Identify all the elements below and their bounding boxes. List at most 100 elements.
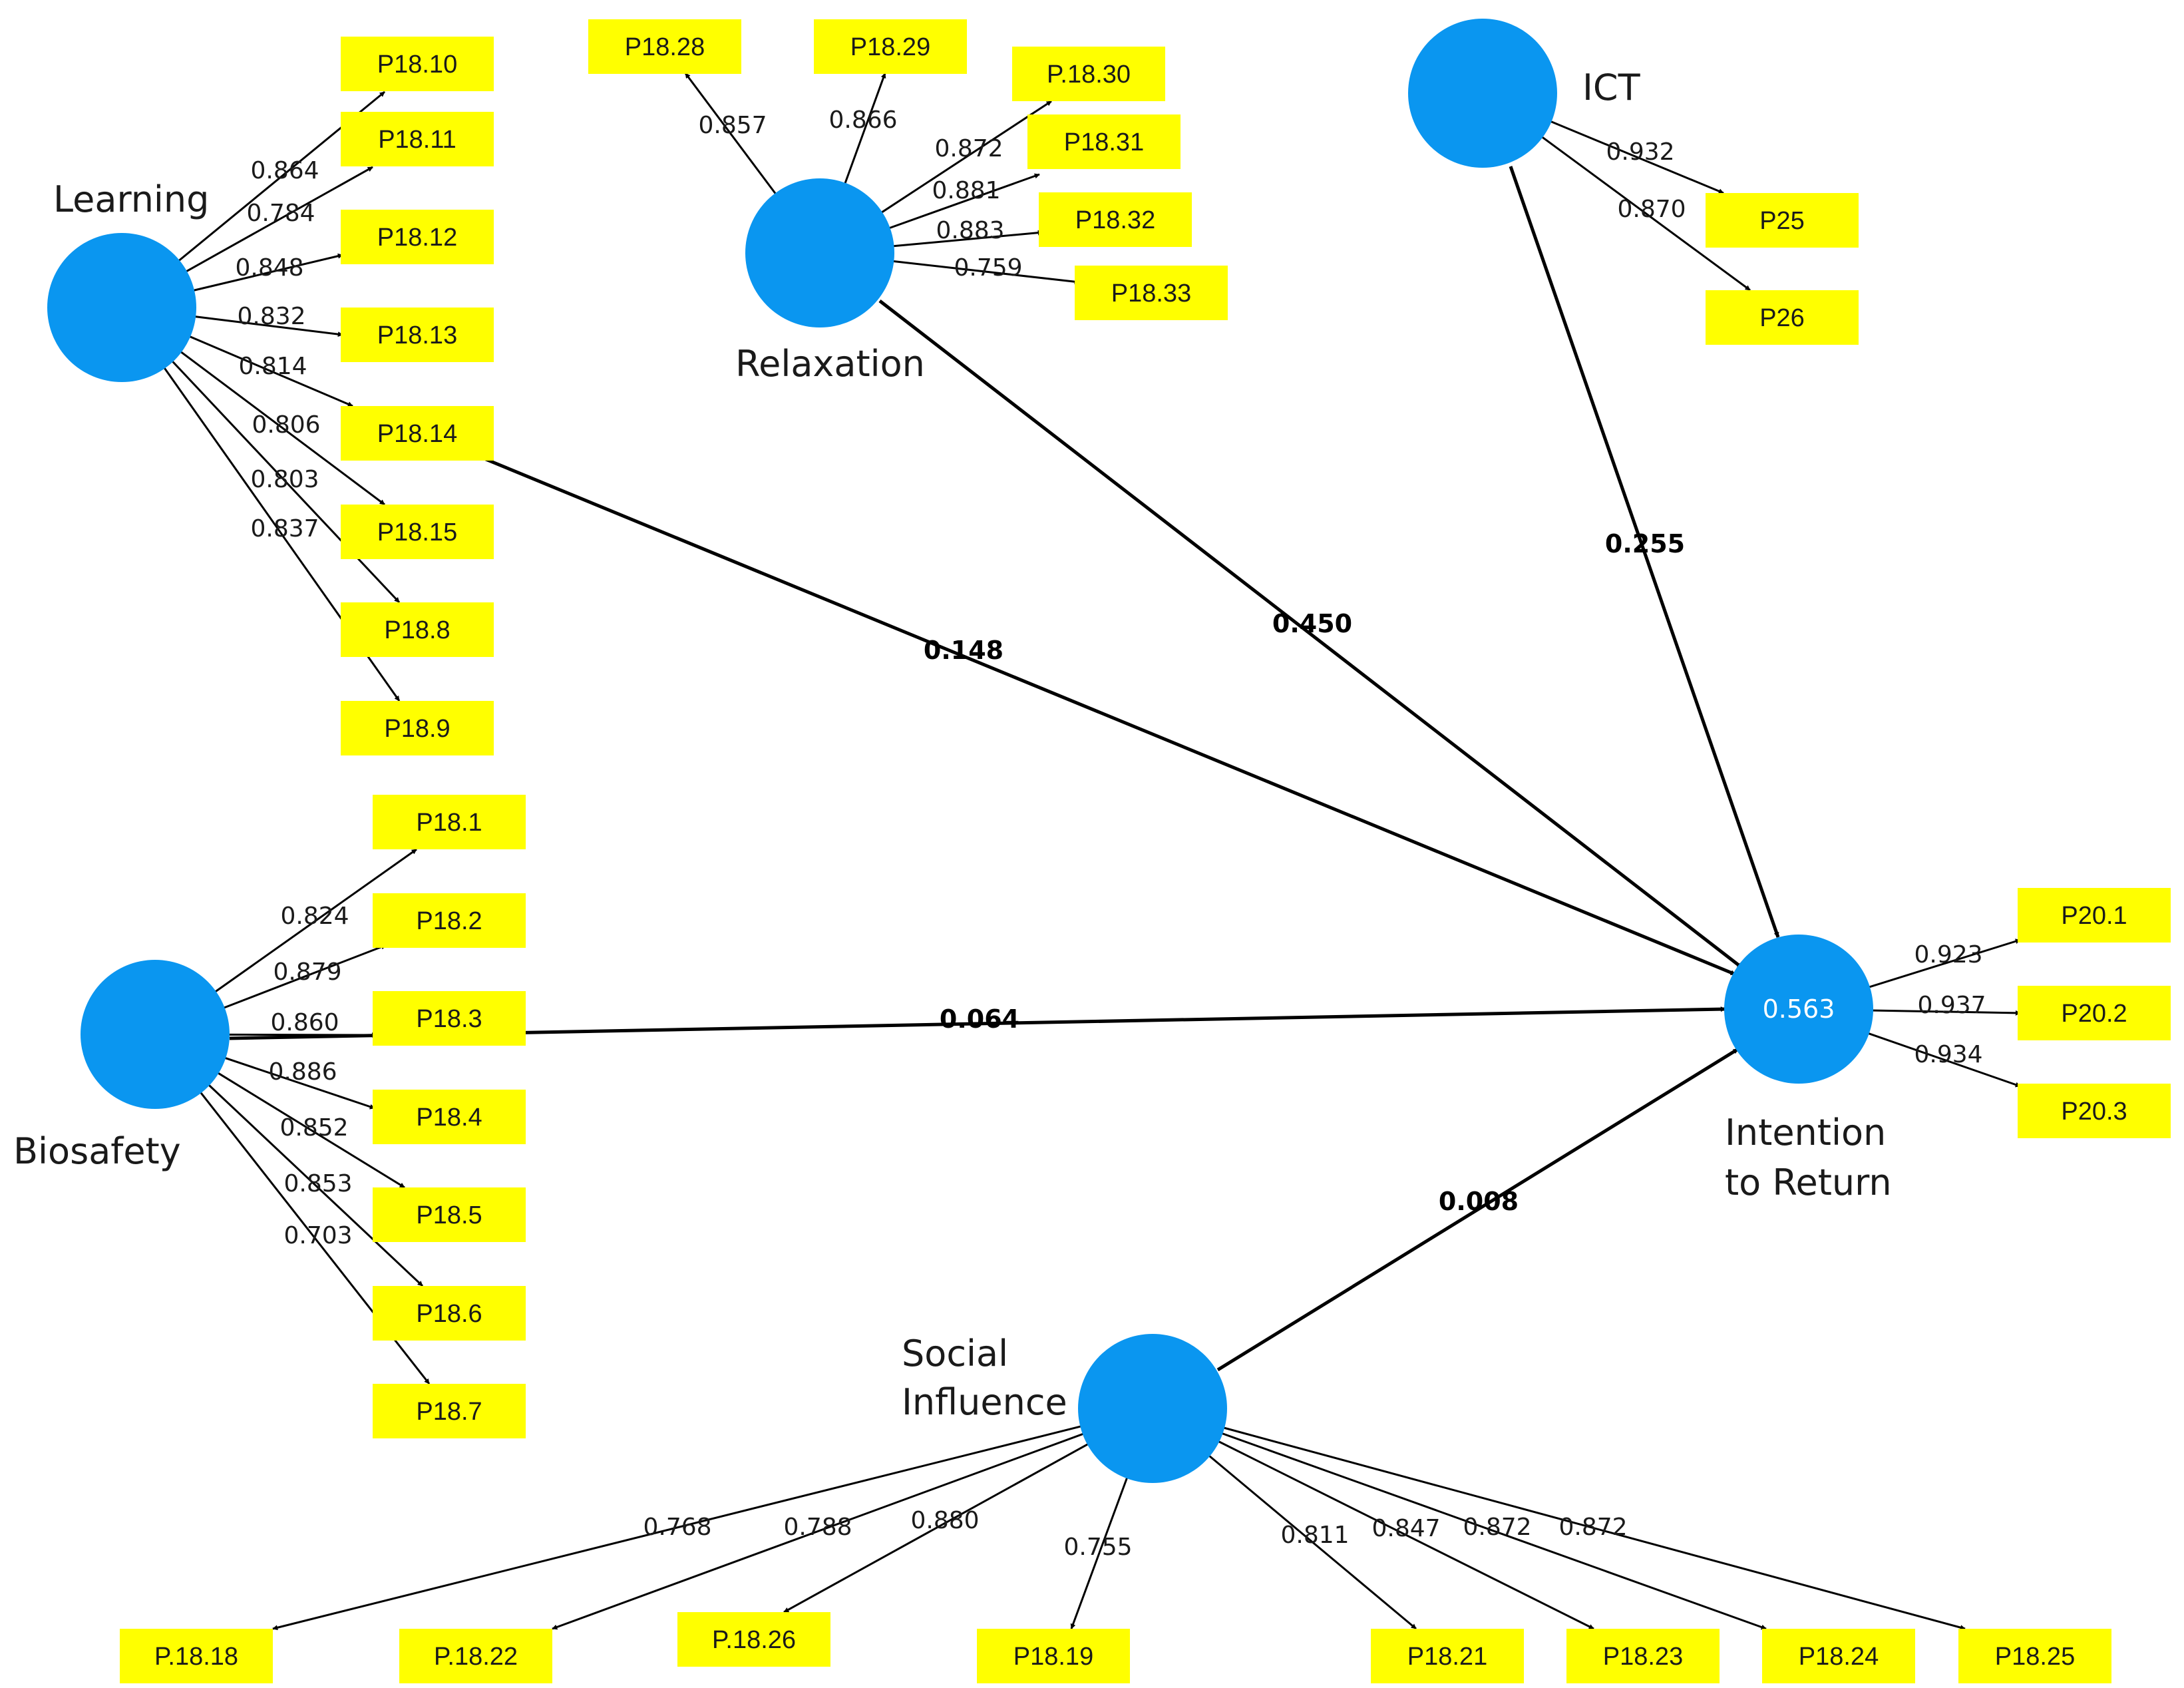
loading-value: 0.879 <box>273 958 341 986</box>
indicator-label: P18.23 <box>1603 1643 1683 1671</box>
indicator-label: P18.24 <box>1799 1643 1879 1671</box>
loading-arrow-relaxation-4 <box>891 230 1043 248</box>
loading-value: 0.881 <box>932 177 1000 204</box>
loading-value: 0.872 <box>934 135 1003 162</box>
loading-value: 0.832 <box>237 303 305 330</box>
loading-arrow-social-1 <box>552 1432 1086 1630</box>
loading-arrow-learning-3 <box>193 315 343 337</box>
loading-value: 0.803 <box>250 466 319 493</box>
indicator-box <box>677 1612 830 1667</box>
indicator-box <box>373 893 526 948</box>
loading-arrow-ict-1 <box>1540 134 1751 292</box>
indicator-box <box>373 1090 526 1144</box>
path-arrow-social-to-intention <box>1216 1047 1739 1372</box>
loading-arrow-relaxation-3 <box>887 173 1040 230</box>
path-coefficient-biosafety: 0.064 <box>940 1004 1019 1034</box>
loading-value: 0.759 <box>954 254 1022 282</box>
loading-value: 0.784 <box>246 200 315 227</box>
indicator-box <box>1706 290 1859 345</box>
indicator-label: P18.11 <box>378 126 456 154</box>
indicator-box <box>814 19 967 74</box>
indicator-label: P.18.18 <box>154 1643 238 1671</box>
indicator-box <box>120 1629 273 1683</box>
loading-arrow-social-0 <box>272 1424 1083 1631</box>
loading-arrow-relaxation-0 <box>684 73 778 196</box>
loading-arrow-learning-4 <box>187 334 353 407</box>
indicator-label: P.18.22 <box>434 1643 518 1671</box>
indicator-box <box>1039 192 1192 247</box>
loading-arrow-social-2 <box>783 1442 1091 1613</box>
construct-name-biosafety: Biosafety <box>13 1130 181 1172</box>
indicator-box <box>2018 986 2171 1040</box>
construct-learning <box>47 233 196 382</box>
loading-value: 0.847 <box>1371 1515 1440 1542</box>
construct-biosafety <box>81 960 230 1109</box>
text-labels: 0.1480.4500.2550.0640.0080.8640.7840.848… <box>13 67 1986 1561</box>
loading-value: 0.837 <box>250 515 319 542</box>
indicator-label: P18.15 <box>377 519 457 546</box>
indicator-box <box>373 991 526 1046</box>
indicator-label: P18.1 <box>416 809 482 837</box>
indicator-label: P20.2 <box>2061 1000 2127 1028</box>
loading-arrow-biosafety-0 <box>213 848 417 994</box>
indicator-box <box>1371 1629 1524 1683</box>
indicator-box <box>1762 1629 1915 1683</box>
loading-value: 0.703 <box>283 1222 352 1249</box>
indicator-box <box>2018 1084 2171 1138</box>
path-coefficient-ict: 0.255 <box>1605 529 1685 558</box>
indicator-label: P18.6 <box>416 1300 482 1328</box>
construct-ict <box>1408 19 1557 168</box>
loading-value: 0.872 <box>1558 1514 1627 1541</box>
indicator-box <box>373 795 526 849</box>
indicator-box <box>341 406 494 461</box>
loading-arrow-biosafety-5 <box>206 1082 424 1287</box>
indicator-label: P18.2 <box>416 907 482 935</box>
indicator-box <box>373 1384 526 1438</box>
construct-name-learning: Learning <box>53 178 209 220</box>
indicator-box <box>341 505 494 559</box>
loading-arrow-social-6 <box>1220 1432 1767 1630</box>
indicator-box <box>1566 1629 1720 1683</box>
indicator-label: P18.8 <box>384 616 450 644</box>
construct-name-social: Influence <box>902 1381 1067 1423</box>
path-arrow-relaxation-to-intention <box>878 300 1743 969</box>
loading-value: 0.872 <box>1463 1514 1531 1541</box>
indicator-box <box>341 701 494 755</box>
loading-arrow-learning-6 <box>170 359 401 604</box>
loading-arrow-intention-1 <box>1870 1009 2021 1016</box>
path-coefficient-relaxation: 0.450 <box>1272 609 1352 638</box>
indicator-box <box>1075 266 1228 320</box>
loading-value: 0.806 <box>252 411 320 439</box>
indicator-box <box>341 112 494 166</box>
loading-arrow-social-3 <box>1070 1475 1129 1629</box>
indicator-label: P18.19 <box>1013 1643 1093 1671</box>
indicator-label: P.18.26 <box>712 1626 796 1654</box>
construct-name-intention: to Return <box>1725 1161 1892 1203</box>
loading-value: 0.934 <box>1914 1041 1982 1068</box>
indicator-label: P18.5 <box>416 1201 482 1229</box>
construct-name-ict: ICT <box>1582 67 1641 108</box>
loading-arrow-social-5 <box>1216 1439 1594 1630</box>
loading-value: 0.880 <box>910 1507 979 1534</box>
indicator-label: P.18.30 <box>1047 61 1131 89</box>
loading-arrow-ict-0 <box>1548 119 1724 194</box>
indicator-box <box>341 37 494 91</box>
construct-name-intention: Intention <box>1725 1112 1886 1154</box>
loading-value: 0.848 <box>235 254 303 282</box>
indicator-box <box>1706 193 1859 248</box>
indicator-label: P18.12 <box>377 224 457 252</box>
loading-value: 0.883 <box>936 217 1004 244</box>
construct-name-social: Social <box>902 1333 1008 1374</box>
path-coefficient-learning: 0.148 <box>924 636 1003 665</box>
indicator-label: P18.33 <box>1111 280 1191 308</box>
loading-value: 0.860 <box>270 1009 339 1036</box>
r-squared-value: 0.563 <box>1763 994 1835 1024</box>
loading-value: 0.852 <box>279 1114 348 1142</box>
indicator-boxes: P18.10P18.11P18.12P18.13P18.14P18.15P18.… <box>120 19 2171 1683</box>
loading-value: 0.857 <box>698 112 767 139</box>
indicator-label: P20.3 <box>2061 1098 2127 1126</box>
loading-arrow-biosafety-2 <box>226 1032 377 1038</box>
loading-value: 0.937 <box>1917 992 1986 1019</box>
